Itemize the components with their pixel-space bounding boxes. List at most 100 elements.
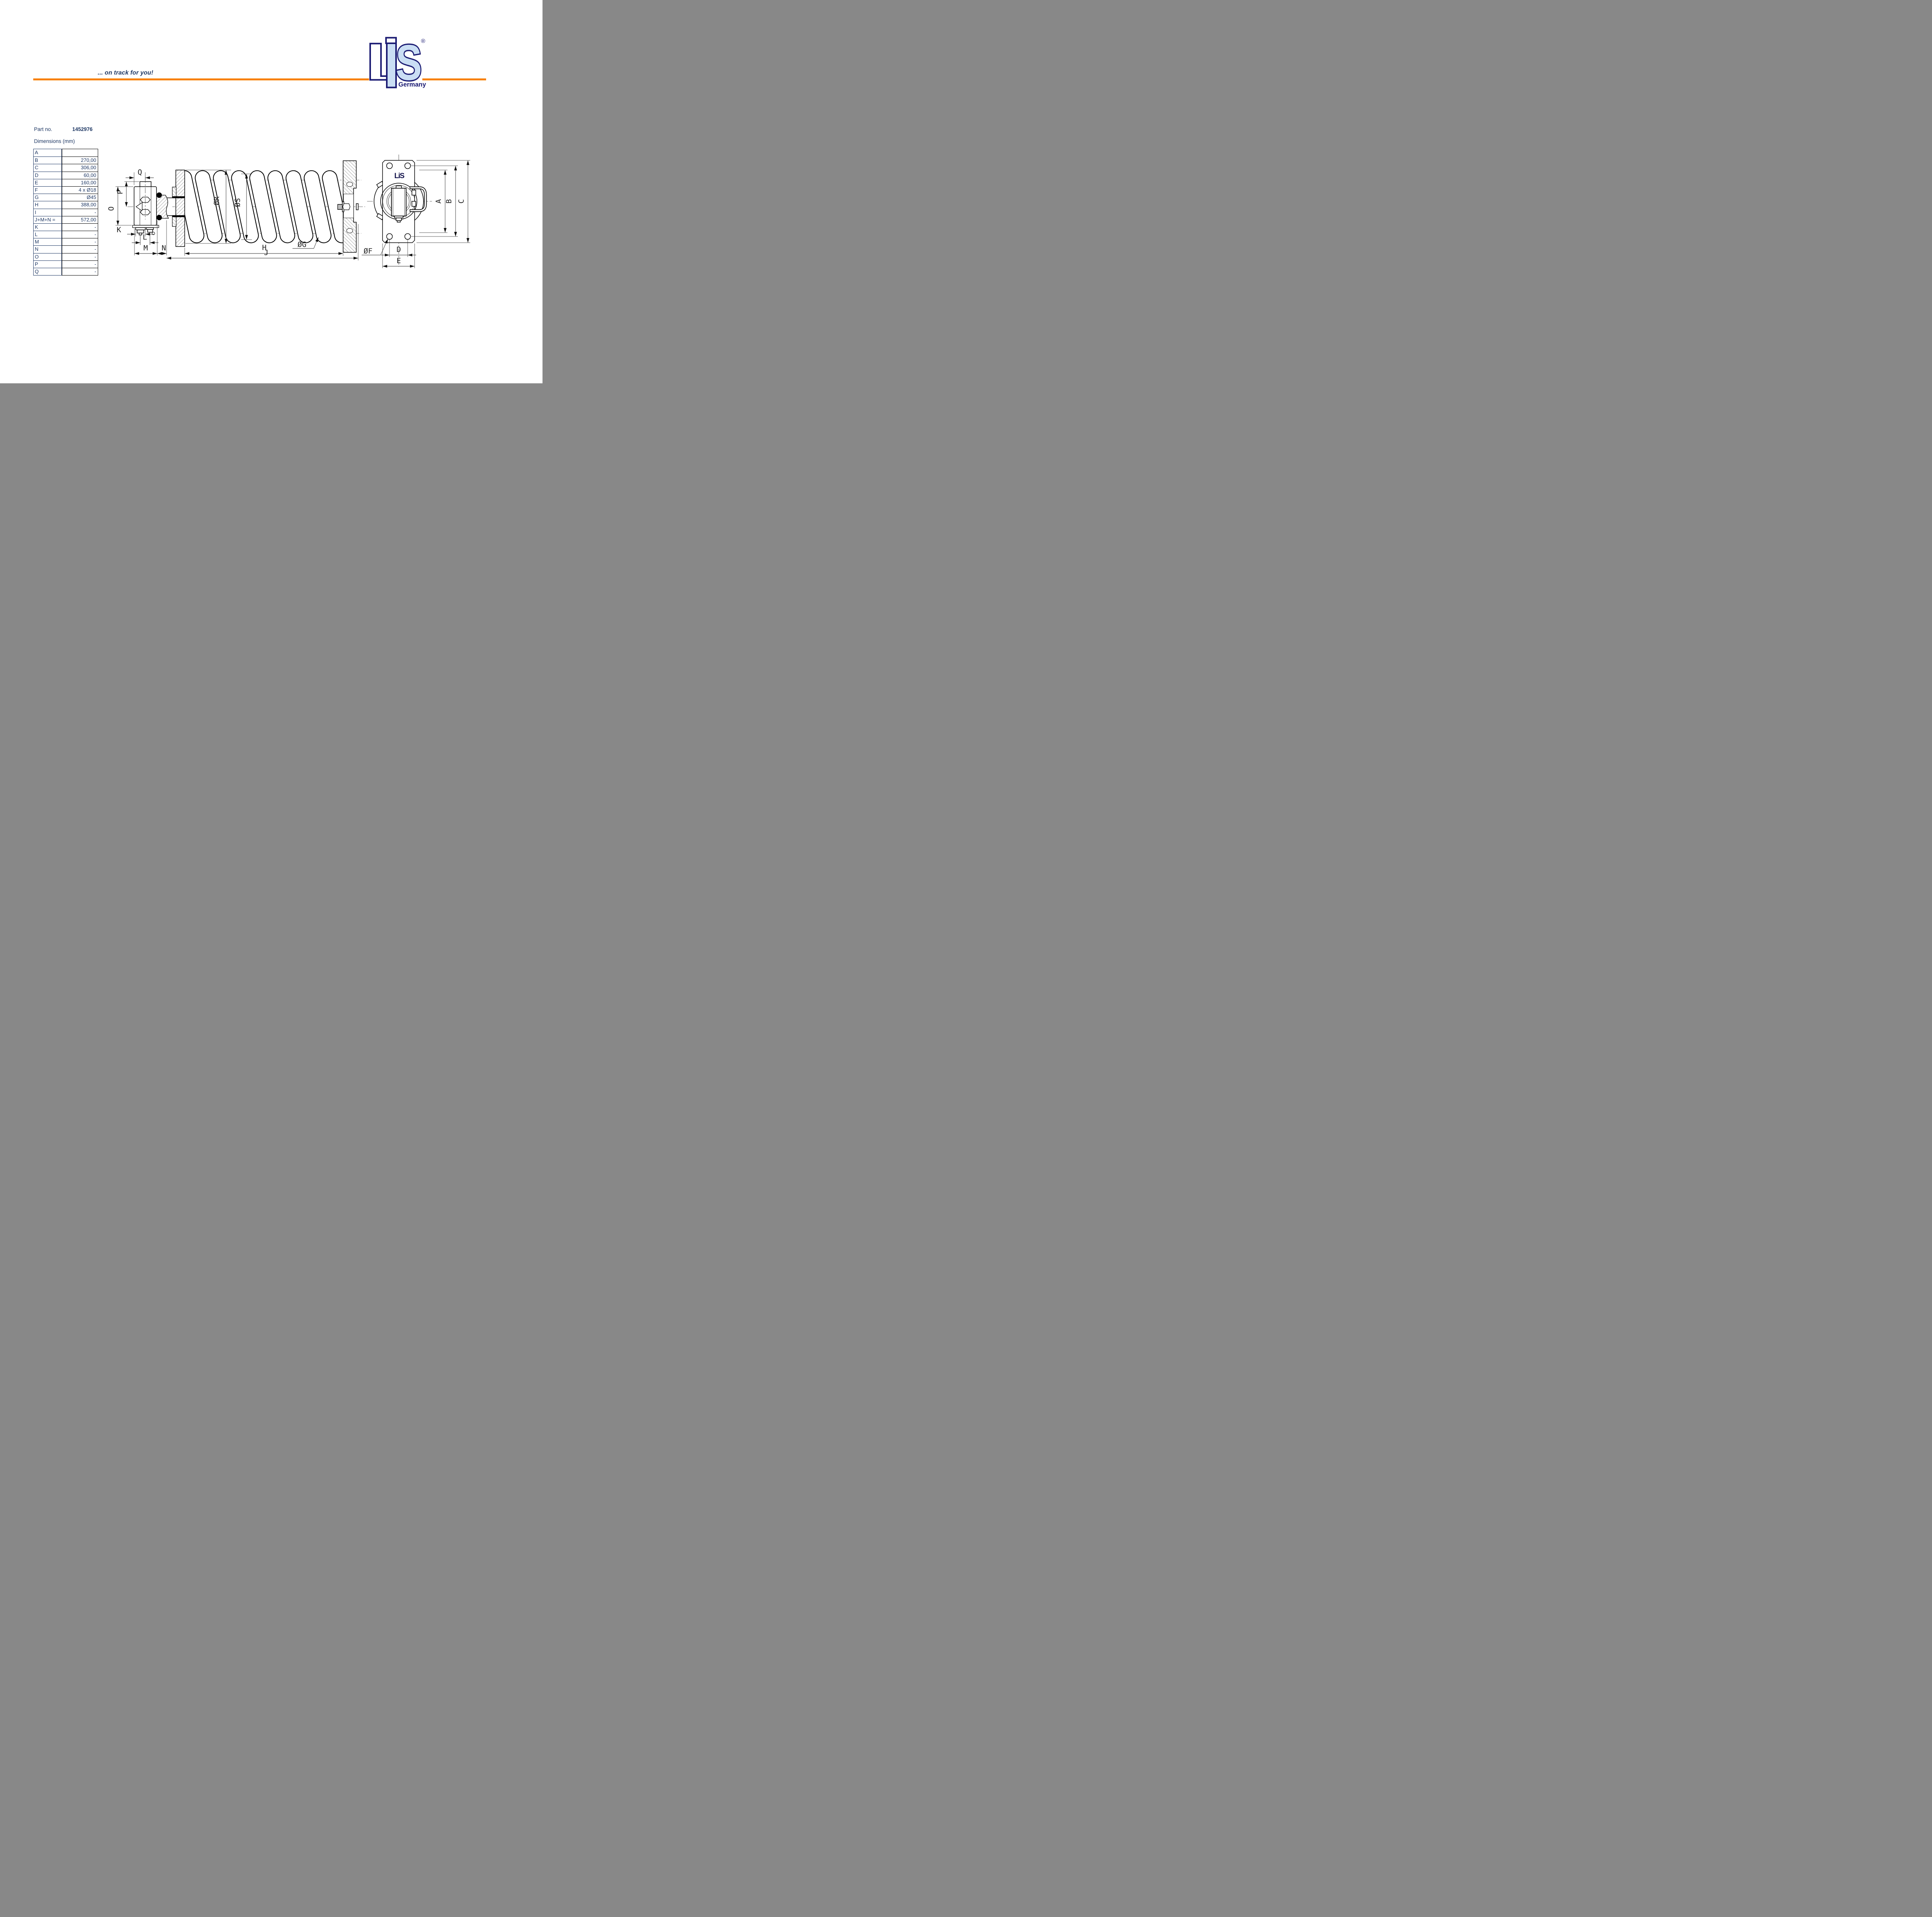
stirrup-nut-lower: [412, 201, 416, 207]
bolt-hole-tl: [386, 162, 393, 169]
plate-hole-bottom: [346, 228, 353, 233]
dimensions-table: A B C D E F G H I J+M+N = K L M N O P Q …: [33, 149, 98, 276]
table-row-label: I: [34, 208, 61, 216]
table-row-label: G: [34, 194, 61, 201]
dim-label-a: A: [434, 199, 443, 204]
dim-label-b: B: [445, 199, 453, 203]
table-row-label: D: [34, 171, 61, 179]
spring-coils: [175, 169, 351, 245]
lis-logo: S ® Germany: [369, 36, 426, 90]
block-nut: [396, 218, 402, 221]
table-row-label: L: [34, 231, 61, 238]
logo-country: Germany: [398, 81, 426, 88]
table-row-value: 388,00: [62, 201, 98, 208]
table-row-value: 270,00: [62, 156, 98, 164]
dim-n: N: [157, 220, 167, 255]
dim-o: O: [107, 186, 133, 226]
left-seat-plate: [175, 170, 185, 247]
dim-label-n: N: [162, 244, 166, 252]
bolt-hole-tr: [404, 162, 411, 169]
table-row-value: -: [62, 268, 98, 275]
dim-label-k: K: [117, 226, 121, 234]
table-row-label: A: [35, 150, 38, 155]
table-row-value: [62, 149, 98, 156]
slogan-text: ... on track for you!: [98, 70, 153, 76]
dim-dia-r: ØR: [185, 170, 231, 244]
stirrup-handle: [410, 186, 427, 212]
registered-icon: ®: [421, 38, 425, 44]
logo-letter-s: S: [396, 36, 422, 90]
stud-left: [139, 233, 142, 235]
bolt-hole-br: [404, 233, 411, 240]
center-block: [391, 188, 406, 216]
table-row-value: 4 x Ø18: [62, 186, 98, 194]
cotter-ring: [152, 232, 155, 235]
dim-label-e: E: [396, 257, 401, 265]
dim-dia-f: ØF: [362, 238, 388, 255]
dim-label-l: L: [143, 233, 147, 242]
dim-label-dia-s: ØS: [233, 198, 242, 207]
yoke-base-plate: [132, 225, 159, 228]
side-view: Q P O K: [107, 160, 365, 260]
plate-hole-top: [346, 182, 353, 187]
dim-q: Q: [126, 168, 154, 185]
nut-right: [147, 229, 153, 233]
gland-upper: [172, 187, 177, 198]
dimension-value-column: 270,00 306,00 60,00 160,00 4 x Ø18 Ø45 3…: [62, 149, 98, 276]
washer-left: [135, 227, 146, 230]
dim-l: L: [132, 233, 158, 244]
table-row-label: E: [34, 179, 61, 186]
logo-letter-i-stem: [386, 43, 397, 88]
table-row-label: F: [34, 186, 61, 194]
dim-a: A: [419, 170, 447, 233]
technical-drawing: Q P O K: [107, 155, 470, 268]
dim-e: E: [382, 243, 415, 268]
dim-dia-g: ØG: [293, 237, 319, 249]
dim-label-c: C: [457, 199, 466, 203]
bolt-hole-bl: [386, 233, 393, 240]
dim-label-j: J: [264, 248, 268, 257]
datasheet-page: ... on track for you! S ® Germany Part n…: [0, 0, 543, 383]
table-row-value: Ø45: [62, 194, 98, 201]
table-row-value: 306,00: [62, 164, 98, 171]
table-row-label: M: [34, 238, 61, 245]
dimensions-title: Dimensions (mm): [34, 138, 75, 144]
anchor-bolt-nut: [342, 203, 350, 210]
table-row-label: K: [34, 223, 61, 231]
end-view: LiS A B C: [362, 155, 470, 268]
dim-label-dia-g: ØG: [298, 240, 306, 249]
dim-label-h: H: [262, 243, 266, 252]
dim-c: C: [417, 160, 470, 243]
dim-label-p: P: [116, 190, 124, 194]
table-row-label: J+M+N =: [34, 216, 61, 223]
logo-letter-i-dot: [385, 37, 397, 44]
table-row-value: -: [62, 260, 98, 268]
stirrup-nut-upper: [412, 190, 416, 196]
table-row-value: -: [62, 231, 98, 238]
lis-stamp: LiS: [394, 172, 404, 180]
table-row-label: Q: [34, 268, 61, 275]
dim-label-o: O: [107, 206, 116, 211]
table-row-value: -: [62, 245, 98, 253]
table-row-label: P: [34, 260, 61, 268]
dim-label-d: D: [396, 245, 401, 254]
accent-rule: [33, 78, 486, 80]
weld-dot-top: [156, 192, 162, 198]
table-row-value: 572,00: [62, 216, 98, 223]
seal-bar-top: [172, 196, 185, 198]
table-row-value: -: [62, 223, 98, 231]
cone-point: [135, 202, 143, 212]
part-no-value: 1452976: [72, 126, 93, 132]
table-row-label: C: [34, 164, 61, 171]
dim-b: B: [411, 165, 458, 237]
table-row-value: -: [62, 238, 98, 245]
dim-m: M: [134, 220, 158, 255]
table-row-label: H: [34, 201, 61, 208]
dim-label-q: Q: [138, 168, 142, 177]
dim-j: J: [167, 224, 359, 260]
dim-p: P: [116, 181, 139, 207]
table-row-value: -: [62, 253, 98, 260]
table-row-value: -: [62, 208, 98, 216]
part-no-label: Part no.: [34, 126, 53, 132]
seal-bar-bottom: [172, 215, 185, 217]
